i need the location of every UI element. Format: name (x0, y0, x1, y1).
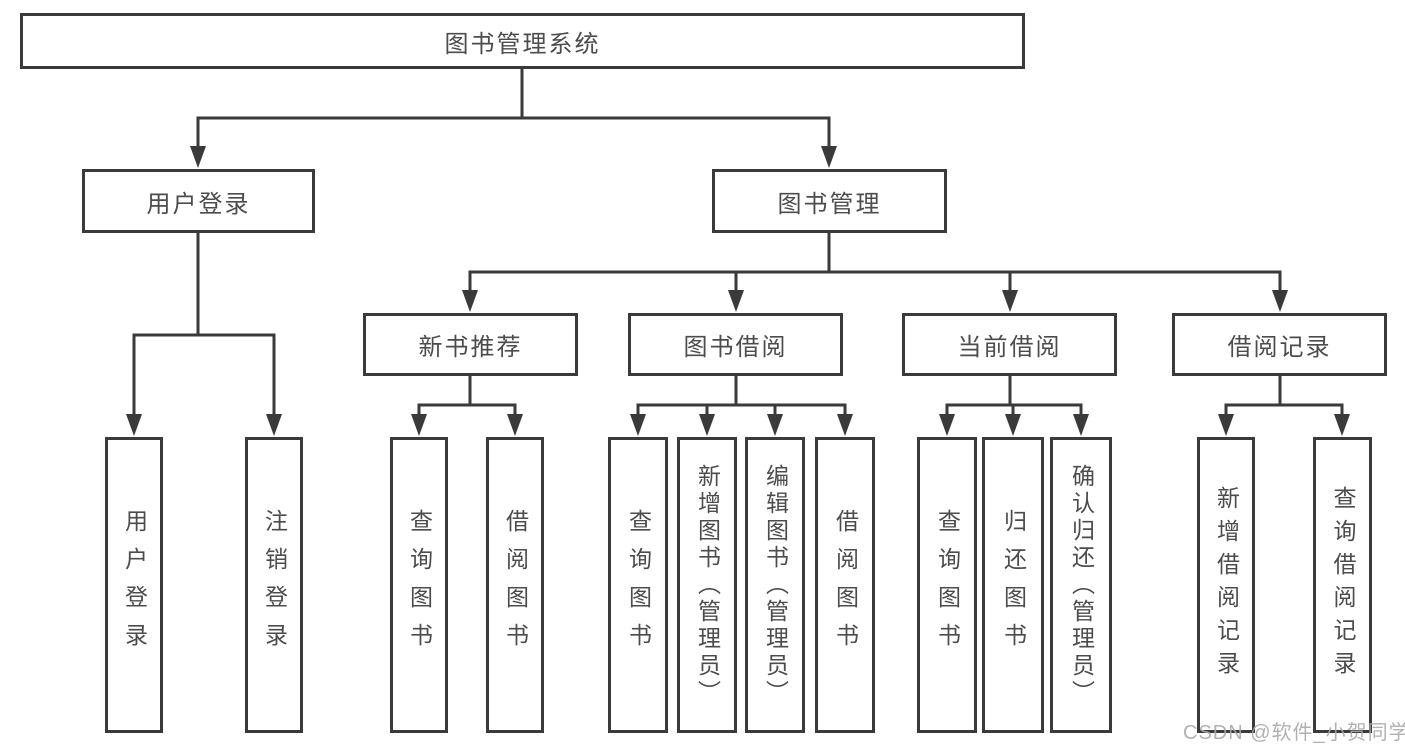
arrowhead-bor-query (630, 414, 646, 436)
csdn-watermark: CSDN @软件_小贺同学 (1183, 722, 1405, 744)
arrowhead-records (1272, 290, 1288, 312)
node-borrow-records: 借阅记录 (1172, 313, 1387, 376)
leaf-recommend-query-books-label: 查询图书 (406, 509, 433, 661)
leaf-borrow-add-books-admin-label: 新增图书（管理员） (694, 463, 721, 707)
arrowhead-borrow (728, 290, 744, 312)
leaf-borrow-edit-books-admin-label: 编辑图书（管理员） (762, 463, 789, 707)
node-current-borrow: 当前借阅 (902, 313, 1117, 376)
leaf-logout-label: 注销登录 (261, 509, 288, 661)
leaf-records-add-borrow-record-label: 新增借阅记录 (1213, 486, 1240, 684)
leaf-borrow-add-books-admin: 新增图书（管理员） (677, 437, 737, 733)
node-current-borrow-label: 当前借阅 (957, 334, 1062, 361)
leaf-records-query-borrow-record-label: 查询借阅记录 (1330, 486, 1356, 684)
leaf-borrow-edit-books-admin: 编辑图书（管理员） (745, 437, 805, 733)
arrowhead-bor-edit (767, 414, 783, 436)
node-book-management-label: 图书管理 (777, 190, 882, 218)
leaf-borrow-borrow-books-label: 借阅图书 (832, 509, 859, 661)
arrowhead-recd-add (1218, 414, 1234, 436)
leaf-borrow-query-books-label: 查询图书 (625, 509, 652, 661)
arrowheads (126, 146, 1350, 436)
arrowhead-recommend (462, 290, 478, 312)
node-new-book-recommend-label: 新书推荐 (418, 334, 523, 361)
leaf-current-query-books: 查询图书 (917, 437, 977, 733)
leaf-records-query-borrow-record: 查询借阅记录 (1313, 437, 1372, 733)
node-book-management: 图书管理 (712, 169, 947, 233)
leaf-recommend-borrow-books-label: 借阅图书 (502, 509, 529, 661)
arrowhead-recd-query (1334, 414, 1350, 436)
arrowhead-mgmt (821, 146, 837, 168)
node-book-borrow-label: 图书借阅 (683, 334, 788, 361)
leaf-borrow-query-books: 查询图书 (608, 437, 668, 733)
arrowhead-bor-add (699, 414, 715, 436)
node-user-login: 用户登录 (82, 169, 315, 233)
arrowhead-login (190, 146, 206, 168)
leaf-user-login: 用户登录 (105, 437, 163, 733)
leaf-records-add-borrow-record: 新增借阅记录 (1197, 437, 1255, 733)
node-book-borrow: 图书借阅 (628, 313, 843, 376)
node-borrow-records-label: 借阅记录 (1227, 334, 1332, 361)
leaf-logout: 注销登录 (245, 437, 303, 733)
leaf-current-confirm-return-admin-label: 确认归还（管理员） (1068, 463, 1095, 707)
node-new-book-recommend: 新书推荐 (363, 313, 578, 376)
leaf-current-return-books-label: 归还图书 (1000, 509, 1027, 661)
arrowhead-rec-query (411, 414, 427, 436)
arrowhead-current (1002, 290, 1018, 312)
leaf-borrow-borrow-books: 借阅图书 (815, 437, 875, 733)
arrowhead-cur-return (1005, 414, 1021, 436)
node-root-system: 图书管理系统 (20, 13, 1025, 69)
leaf-recommend-query-books: 查询图书 (390, 437, 448, 733)
arrowhead-leaf-login (126, 414, 142, 436)
leaf-user-login-label: 用户登录 (121, 509, 148, 661)
arrowhead-cur-query (939, 414, 955, 436)
leaf-current-return-books: 归还图书 (982, 437, 1044, 733)
arrowhead-bor-borrow (837, 414, 853, 436)
leaf-current-confirm-return-admin: 确认归还（管理员） (1050, 437, 1112, 733)
leaf-recommend-borrow-books: 借阅图书 (486, 437, 544, 733)
arrowhead-cur-confirm (1073, 414, 1089, 436)
leaf-current-query-books-label: 查询图书 (934, 509, 961, 661)
arrowhead-leaf-logout (266, 414, 282, 436)
node-root-label: 图书管理系统 (444, 30, 601, 58)
node-user-login-label: 用户登录 (146, 190, 251, 218)
arrowhead-rec-borrow (507, 414, 523, 436)
